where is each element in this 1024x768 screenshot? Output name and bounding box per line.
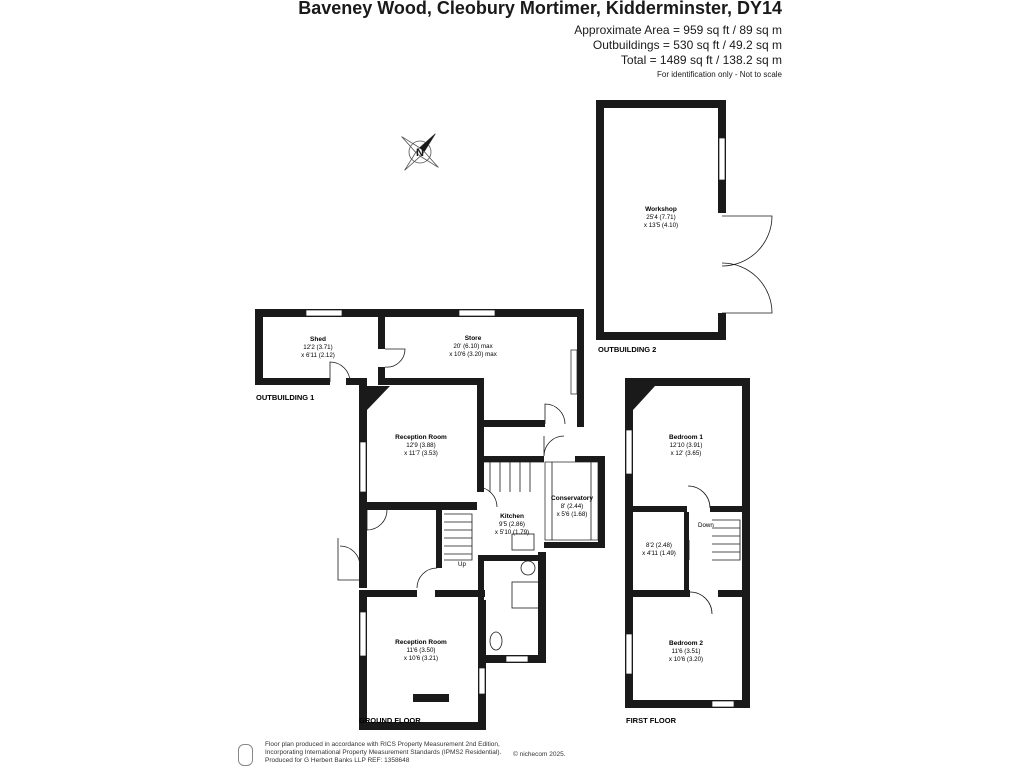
workshop-walls — [596, 100, 773, 340]
stairs-down-label: Down — [698, 522, 714, 529]
svg-text:x 4'11 (1.49): x 4'11 (1.49) — [642, 550, 676, 557]
outbuilding-1-label: OUTBUILDING 1 — [256, 393, 314, 402]
svg-text:12'2 (3.71): 12'2 (3.71) — [303, 344, 332, 351]
compass-north-label: N — [416, 147, 424, 159]
reception-room-2-label: Reception Room 11'6 (3.50) x 10'6 (3.21) — [395, 639, 447, 662]
copyright: © nichecom 2025. — [513, 751, 566, 758]
svg-text:x 11'7 (3.53): x 11'7 (3.53) — [404, 450, 438, 457]
svg-text:x 5'10 (1.79): x 5'10 (1.79) — [495, 529, 529, 536]
outbuildings-area: Outbuildings = 530 sq ft / 49.2 sq m — [592, 38, 782, 52]
svg-text:Reception Room: Reception Room — [395, 639, 447, 646]
footer-info-icon — [238, 744, 253, 766]
bedroom-1-label: Bedroom 1 12'10 (3.91) x 12' (3.65) — [669, 434, 703, 457]
svg-text:x 10'6 (3.20) max: x 10'6 (3.20) max — [449, 351, 498, 358]
scale-note: For identification only - Not to scale — [657, 70, 782, 79]
svg-text:Kitchen: Kitchen — [500, 513, 524, 520]
kitchen-label: Kitchen 9'5 (2.86) x 5'10 (1.79) — [495, 513, 529, 536]
ground-floor-label: GROUND FLOOR — [359, 716, 421, 725]
footer-line-1: Floor plan produced in accordance with R… — [265, 741, 500, 748]
svg-text:Shed: Shed — [310, 336, 326, 343]
bedroom-2-label: Bedroom 2 11'6 (3.51) x 10'6 (3.20) — [669, 640, 703, 663]
first-floor-walls — [625, 378, 750, 708]
total-area: Total = 1489 sq ft / 138.2 sq m — [620, 53, 782, 67]
svg-text:8' (2.44): 8' (2.44) — [561, 503, 584, 510]
approximate-area: Approximate Area = 959 sq ft / 89 sq m — [574, 23, 782, 37]
conservatory-label: Conservatory 8' (2.44) x 5'6 (1.68) — [551, 495, 593, 518]
ground-floor-walls — [337, 378, 605, 730]
footer-notes: Floor plan produced in accordance with R… — [265, 741, 501, 765]
svg-text:x 12' (3.65): x 12' (3.65) — [671, 450, 702, 457]
svg-text:Store: Store — [465, 335, 482, 342]
outbuilding-2-label: OUTBUILDING 2 — [598, 345, 656, 354]
footer-line-2: Incorporating International Property Mea… — [265, 749, 502, 756]
svg-text:Bedroom 1: Bedroom 1 — [669, 434, 703, 441]
svg-text:x 13'5 (4.10): x 13'5 (4.10) — [644, 222, 678, 229]
svg-text:12'9 (3.88): 12'9 (3.88) — [406, 442, 435, 449]
outbuilding1-walls — [255, 309, 584, 427]
svg-text:25'4 (7.71): 25'4 (7.71) — [646, 214, 675, 221]
store-label: Store 20' (6.10) max x 10'6 (3.20) max — [449, 335, 498, 358]
svg-text:Workshop: Workshop — [645, 206, 677, 213]
svg-text:x 6'11 (2.12): x 6'11 (2.12) — [301, 352, 335, 359]
reception-room-1-label: Reception Room 12'9 (3.88) x 11'7 (3.53) — [395, 434, 447, 457]
svg-text:Reception Room: Reception Room — [395, 434, 447, 441]
svg-text:11'6 (3.50): 11'6 (3.50) — [407, 647, 436, 654]
svg-text:Conservatory: Conservatory — [551, 495, 593, 502]
svg-text:x 5'6 (1.68): x 5'6 (1.68) — [557, 511, 588, 518]
svg-text:20' (6.10) max: 20' (6.10) max — [453, 343, 493, 350]
svg-text:x 10'6 (3.20): x 10'6 (3.20) — [669, 656, 703, 663]
compass-icon: N — [401, 133, 439, 171]
svg-text:11'6 (3.51): 11'6 (3.51) — [672, 648, 701, 655]
svg-text:Bedroom 2: Bedroom 2 — [669, 640, 703, 647]
first-floor-label: FIRST FLOOR — [626, 716, 677, 725]
svg-text:8'2 (2.48): 8'2 (2.48) — [646, 542, 672, 549]
svg-text:x 10'6 (3.21): x 10'6 (3.21) — [404, 655, 438, 662]
stairs-up-label: Up — [458, 561, 466, 568]
small-room-label: 8'2 (2.48) x 4'11 (1.49) — [642, 542, 676, 557]
svg-text:9'5 (2.86): 9'5 (2.86) — [499, 521, 525, 528]
svg-text:12'10 (3.91): 12'10 (3.91) — [670, 442, 703, 449]
plan-title: Baveney Wood, Cleobury Mortimer, Kidderm… — [298, 0, 782, 18]
shed-label: Shed 12'2 (3.71) x 6'11 (2.12) — [301, 336, 335, 359]
workshop-label: Workshop 25'4 (7.71) x 13'5 (4.10) — [644, 206, 678, 229]
footer-line-3: Produced for G Herbert Banks LLP REF: 13… — [265, 757, 410, 764]
